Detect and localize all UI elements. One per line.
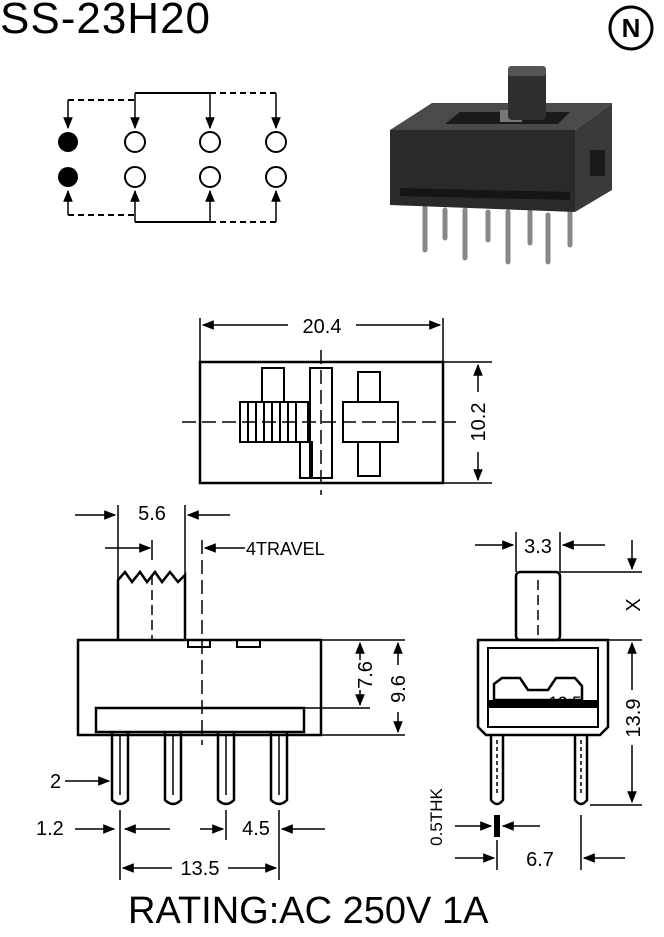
dim-travel: 4TRAVEL — [246, 539, 325, 559]
brand-logo: N — [607, 4, 655, 52]
rating-text: RATING:AC 250V 1A — [128, 890, 489, 932]
dim-top-width: 20.4 — [303, 316, 342, 338]
model-title: SS-23H20 — [0, 0, 212, 43]
contact-schematic — [58, 92, 287, 223]
dim-pin-thickness: 1.2 — [36, 818, 64, 840]
dim-pin-width: 2 — [50, 771, 61, 793]
dim-pitch: 4.5 — [242, 818, 270, 840]
dim-span: 13.5 — [181, 858, 220, 880]
dim-side-height: 13.9 — [623, 699, 645, 738]
dim-side-x: X — [623, 598, 645, 611]
logo-letter: N — [622, 13, 641, 43]
dim-side-pin-span: 6.7 — [526, 849, 554, 871]
side-view: 3.3 X 12.5 13.9 0.5THK 6.7 — [427, 532, 645, 871]
dim-top-height: 10.2 — [468, 403, 490, 442]
front-view: 5.6 4TRAVEL 7.6 — [36, 503, 410, 880]
dim-side-actuator-width: 3.3 — [524, 536, 552, 558]
dim-body-height: 7.6 — [355, 661, 377, 689]
switch-product-image — [390, 66, 612, 265]
dim-side-inner: 12.5 — [548, 693, 581, 712]
dim-actuator-width: 5.6 — [138, 503, 166, 525]
dim-total-height: 9.6 — [388, 675, 410, 703]
top-view: 20.4 10.2 — [182, 316, 492, 495]
dim-side-thickness: 0.5THK — [427, 788, 446, 846]
